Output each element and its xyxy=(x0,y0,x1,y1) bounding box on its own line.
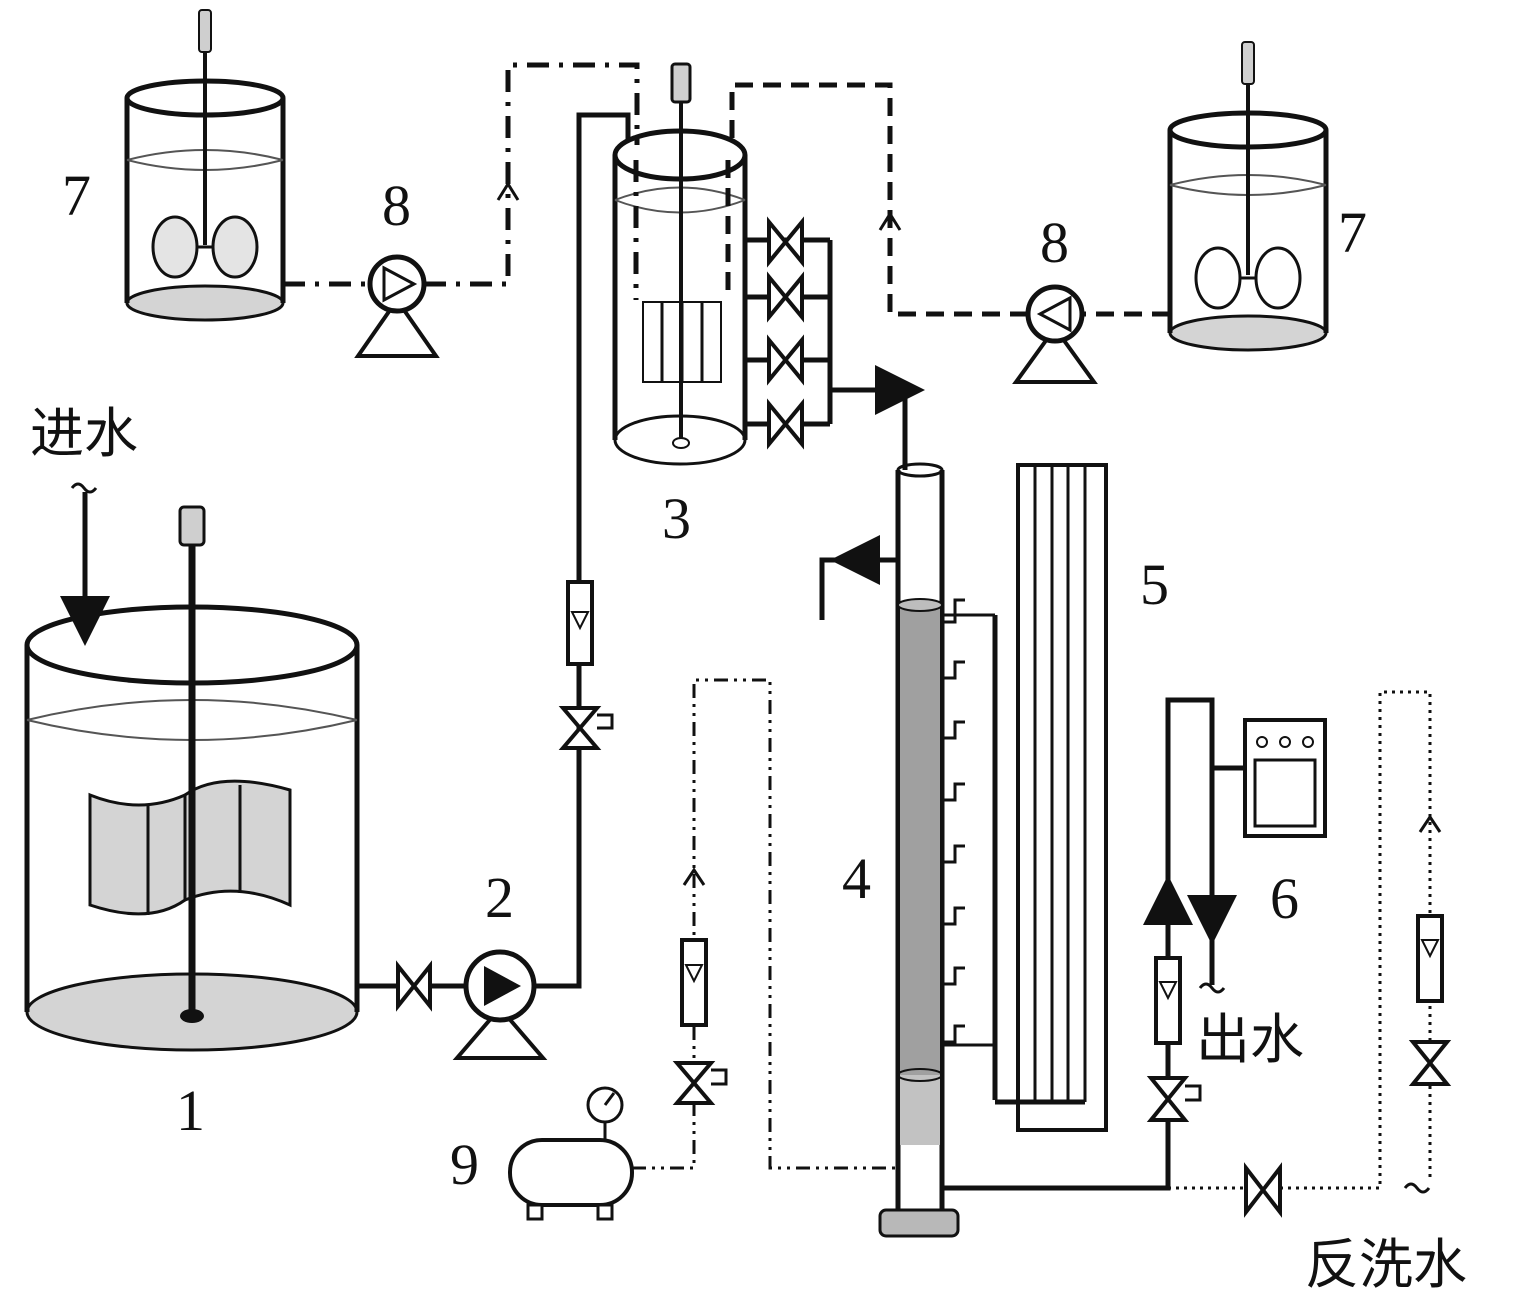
pre-reactor xyxy=(612,62,748,466)
filter-column xyxy=(878,462,960,1238)
raw-water-tank xyxy=(24,505,360,1052)
flowmeter-outflow xyxy=(1154,956,1182,1045)
sampling-ports xyxy=(942,598,998,1100)
dosing-pump-left xyxy=(354,254,440,358)
label-8-left: 8 xyxy=(382,173,411,238)
label-7-right: 7 xyxy=(1338,200,1367,265)
label-4: 4 xyxy=(842,846,871,911)
outflow-label: 出水 xyxy=(1196,1008,1304,1071)
inlet-valve xyxy=(396,960,432,1012)
side-valves-reactor3 xyxy=(745,216,833,450)
air-compressor xyxy=(508,1086,634,1221)
flowmeter-backwash xyxy=(1416,914,1444,1003)
dosing-pump-right xyxy=(1012,284,1098,384)
piezometer-board xyxy=(995,463,1108,1132)
label-7-left: 7 xyxy=(62,163,91,228)
control-valve-outflow xyxy=(1146,1076,1202,1122)
label-6: 6 xyxy=(1270,866,1299,931)
dosing-tank-left xyxy=(124,9,286,322)
label-1: 1 xyxy=(176,1078,205,1143)
label-3: 3 xyxy=(662,486,691,551)
label-9: 9 xyxy=(450,1132,479,1197)
control-valve-air xyxy=(672,1061,728,1105)
feed-pump xyxy=(452,949,548,1060)
backwash-label: 反洗水 xyxy=(1305,1233,1467,1296)
dosing-tank-right xyxy=(1167,41,1329,352)
inflow-label: 进水 xyxy=(30,402,138,465)
backwash-valve xyxy=(1244,1162,1282,1218)
control-valve-backwash xyxy=(1408,1040,1452,1086)
control-valve-main xyxy=(558,706,614,750)
label-2: 2 xyxy=(485,865,514,930)
flowmeter-main xyxy=(566,580,594,666)
label-8-right: 8 xyxy=(1040,210,1069,275)
online-monitor xyxy=(1243,718,1327,838)
inflow-arrow xyxy=(60,482,110,646)
label-5: 5 xyxy=(1140,552,1169,617)
flowmeter-air xyxy=(680,938,708,1027)
